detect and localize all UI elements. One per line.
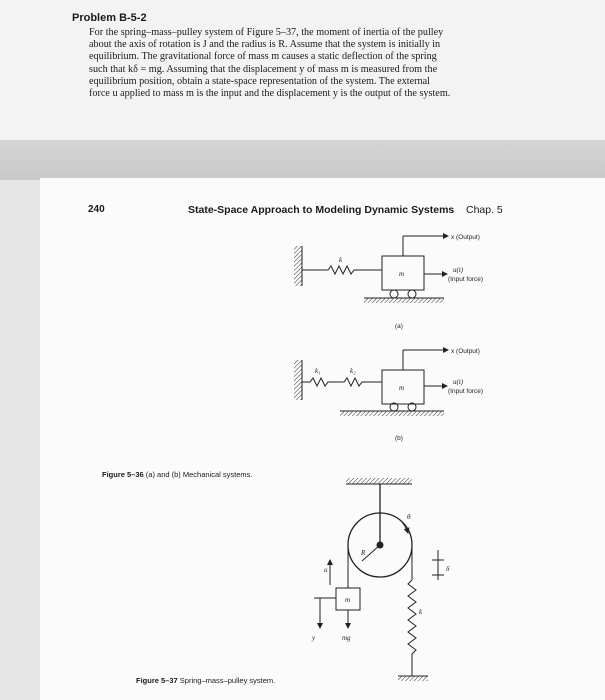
y-label: y [311,634,316,642]
spring-k [302,264,382,276]
figure-5-37 [314,478,444,681]
page-number: 240 [88,204,105,215]
input-var-label: u(t) [453,378,464,386]
problem-line: force u applied to mass m is the input a… [89,88,451,100]
mass-label: m [345,596,350,604]
problem-line: For the spring–mass–pulley system of Fig… [89,27,444,38]
input-label: (Input force) [448,276,483,283]
spring-k1-label: k₁ [315,367,321,375]
floor-hatch [398,676,428,681]
chapter-label: Chap. 5 [466,204,503,216]
figure-5-36a [294,233,449,303]
textbook-page [40,178,605,700]
ground-hatch [340,411,444,416]
spring-k2-label: k₂ [350,367,356,375]
spring-k1 [302,376,336,388]
caption-text: (a) and (b) Mechanical systems. [145,470,253,479]
wall-hatch [294,246,302,286]
problem-line: equilibrium. The gravitational force of … [89,51,437,63]
spring-label: k [339,256,343,264]
page-divider [0,140,605,180]
subfigure-label: (b) [395,435,403,442]
ground-hatch [364,298,444,303]
spring-label: k [419,608,423,616]
problem-line: such that kδ = mg. Assuming that the dis… [89,63,438,75]
delta-label: δ [446,565,450,573]
problem-line: equilibrium position, obtain a state-spa… [89,75,430,87]
figure-5-37-caption: Figure 5–37 Spring–mass–pulley system. [136,676,275,685]
problem-card [0,0,605,140]
wheel [389,289,399,299]
output-label: x (Output) [451,348,480,355]
radius-line [361,544,381,562]
subfigure-label: (a) [395,323,403,330]
mass-block [381,255,425,291]
figure-5-36b [294,347,449,416]
mass-label: m [399,384,404,392]
caption-label: Figure 5–37 [136,676,178,685]
ceiling-hatch [346,478,412,484]
wheel [407,289,417,299]
caption-label: Figure 5–36 [102,470,144,479]
theta-label: θ [407,513,411,521]
problem-heading: Problem B-5-2 [72,12,147,24]
theta-arrow [401,521,410,534]
wall-hatch [294,360,302,400]
weight-label: mg [342,634,351,642]
radius-label: R [360,549,366,557]
spring-k2 [336,376,382,388]
caption-text: Spring–mass–pulley system. [179,676,276,685]
figure-5-36-caption: Figure 5–36 (a) and (b) Mechanical syste… [102,470,252,479]
spring-k [407,579,417,676]
problem-statement: For the spring–mass–pulley system of Fig… [89,27,519,100]
mass-label: m [399,270,404,278]
output-label: x (Output) [451,234,480,241]
input-var-label: u(t) [453,266,464,274]
input-label: u [324,566,328,574]
problem-line: about the axis of rotation is J and the … [89,39,441,51]
chapter-title: State-Space Approach to Modeling Dynamic… [188,204,455,216]
input-label: (Input force) [448,388,483,395]
